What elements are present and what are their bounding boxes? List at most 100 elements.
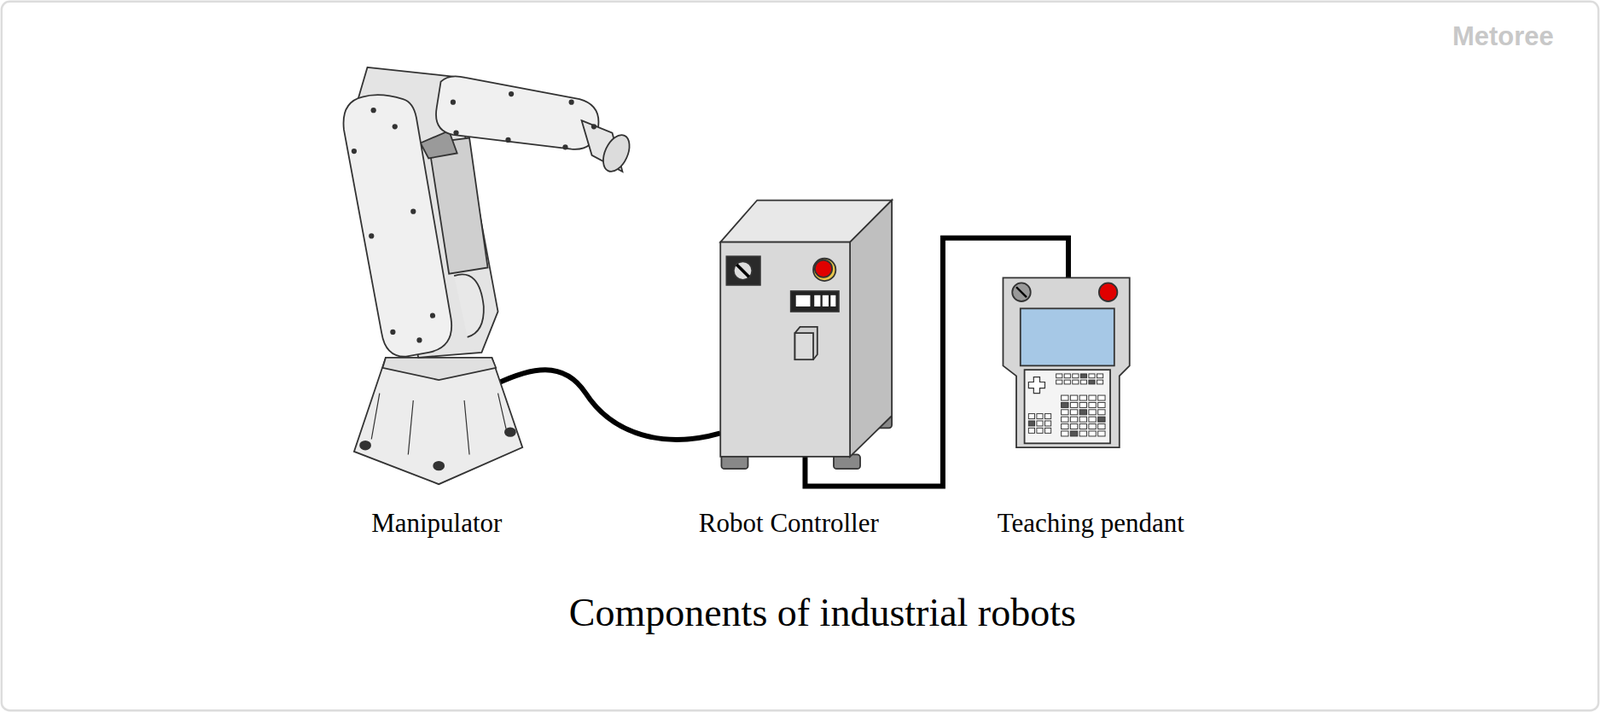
illustration-part bbox=[813, 258, 836, 281]
illustration-part bbox=[1099, 282, 1118, 302]
illustration-part bbox=[1070, 424, 1077, 430]
illustration-part bbox=[1070, 430, 1077, 437]
illustration-part bbox=[1080, 373, 1087, 379]
part-name: Robot Controller bbox=[698, 507, 879, 539]
illustration-part bbox=[795, 326, 818, 360]
illustration-part bbox=[1002, 277, 1129, 448]
illustration-part bbox=[1070, 409, 1077, 415]
illustration-part bbox=[1012, 282, 1031, 302]
illustration-part bbox=[1079, 416, 1087, 422]
illustration-part bbox=[371, 107, 377, 113]
illustration-part bbox=[433, 461, 444, 471]
illustration-part bbox=[343, 94, 453, 356]
illustration-part bbox=[598, 130, 635, 175]
illustration-part bbox=[1080, 379, 1087, 384]
illustration-part bbox=[849, 200, 892, 457]
illustration-part bbox=[1064, 379, 1071, 384]
illustration-part bbox=[1088, 373, 1095, 379]
illustration-part bbox=[1088, 379, 1095, 384]
illustration-part bbox=[1028, 373, 1106, 437]
illustration-part bbox=[1056, 373, 1063, 379]
illustration-part bbox=[822, 295, 829, 307]
illustration-part bbox=[1096, 379, 1103, 384]
illustration-part bbox=[720, 242, 850, 457]
illustration-part bbox=[416, 337, 422, 343]
illustration-part bbox=[1036, 427, 1043, 433]
illustration-part bbox=[436, 75, 599, 150]
illustration-part bbox=[1079, 430, 1087, 437]
illustration-part bbox=[562, 144, 568, 150]
illustration-part bbox=[1088, 416, 1096, 422]
illustration-part bbox=[505, 137, 511, 143]
illustration-part bbox=[1098, 409, 1106, 415]
illustration-part bbox=[410, 209, 416, 215]
illustration-part bbox=[1061, 430, 1069, 437]
illustration-part bbox=[1036, 420, 1043, 426]
illustration-part bbox=[1088, 409, 1096, 415]
illustration-part bbox=[368, 232, 374, 239]
illustration-part bbox=[360, 441, 371, 450]
illustration-part bbox=[382, 357, 496, 380]
illustration-part bbox=[591, 123, 597, 129]
illustration-part bbox=[392, 123, 398, 129]
part-name: Teaching pendant bbox=[997, 507, 1185, 539]
illustration-part bbox=[726, 256, 760, 286]
illustration-part bbox=[1061, 409, 1069, 415]
illustration-part bbox=[1079, 395, 1087, 401]
illustration-part bbox=[1061, 395, 1069, 401]
illustration-part bbox=[1036, 413, 1043, 419]
illustration-part bbox=[1002, 277, 1129, 448]
illustration-part bbox=[736, 264, 749, 277]
illustration-part bbox=[720, 200, 892, 470]
illustration-part bbox=[791, 290, 839, 312]
illustration-part bbox=[508, 91, 514, 97]
illustration-part bbox=[495, 369, 721, 440]
illustration-part bbox=[1064, 373, 1071, 379]
illustration-part bbox=[733, 261, 753, 280]
illustration-part bbox=[1024, 369, 1111, 443]
illustration-part bbox=[1098, 416, 1106, 422]
illustration-part bbox=[814, 260, 832, 278]
illustration-part bbox=[1016, 286, 1027, 297]
illustration-part bbox=[1079, 409, 1087, 415]
illustration-part bbox=[814, 295, 821, 307]
illustration-part bbox=[1028, 420, 1035, 426]
illustration-part bbox=[830, 295, 836, 307]
illustration-part bbox=[1070, 395, 1077, 401]
illustration-part bbox=[1072, 379, 1079, 384]
illustration-part bbox=[430, 313, 436, 319]
illustration-part bbox=[1020, 308, 1115, 366]
illustration-part bbox=[795, 332, 815, 360]
illustration-part bbox=[796, 295, 811, 307]
illustration-part bbox=[453, 273, 484, 337]
illustration-part bbox=[343, 67, 635, 484]
illustration-part bbox=[351, 91, 597, 344]
illustration-part bbox=[351, 148, 357, 154]
illustration-part bbox=[569, 99, 575, 105]
part-name: Manipulator bbox=[371, 507, 502, 539]
illustration-part bbox=[1096, 373, 1103, 379]
illustration-part bbox=[1044, 427, 1051, 433]
caption: Components of industrial robots bbox=[569, 589, 1077, 635]
illustration-part bbox=[1098, 430, 1106, 437]
illustration-part bbox=[1072, 373, 1079, 379]
illustration-part bbox=[1044, 420, 1051, 426]
illustration-part bbox=[1088, 401, 1096, 408]
illustration-part bbox=[1070, 401, 1077, 408]
illustration-part bbox=[1098, 395, 1106, 401]
illustration-part bbox=[1028, 427, 1035, 433]
illustration-part bbox=[1028, 413, 1035, 419]
illustration-part bbox=[1061, 401, 1069, 408]
illustration-part bbox=[1088, 424, 1096, 430]
illustration-part bbox=[450, 99, 456, 105]
watermark: Metoree bbox=[1452, 21, 1554, 53]
illustration-part bbox=[1061, 416, 1069, 422]
illustration-part bbox=[1079, 401, 1087, 408]
illustration-part bbox=[1070, 416, 1077, 422]
illustration-part bbox=[1044, 413, 1051, 419]
illustration-part bbox=[371, 393, 507, 455]
illustration-part bbox=[354, 357, 523, 484]
illustration-part bbox=[1056, 379, 1063, 384]
illustration-part bbox=[1079, 424, 1087, 430]
